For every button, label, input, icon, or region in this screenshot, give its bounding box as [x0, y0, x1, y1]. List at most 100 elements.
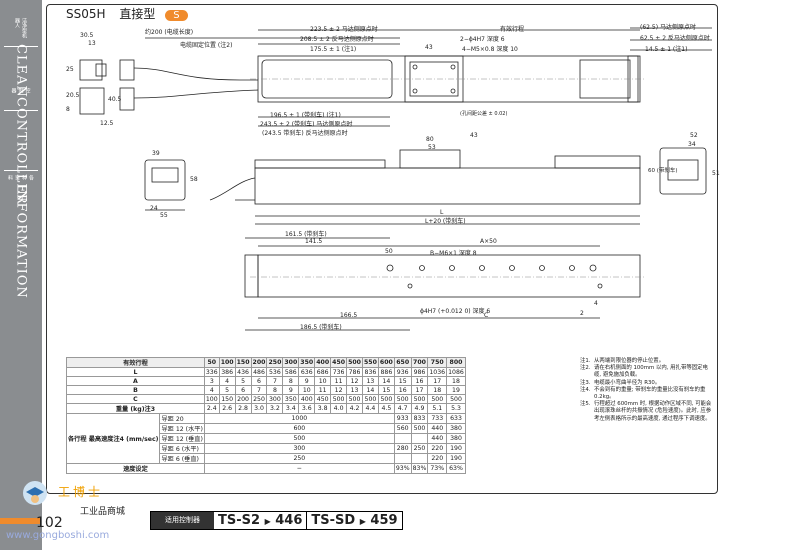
dim-161-5: 161.5 (带刹车)	[285, 231, 327, 238]
value-cell: 3.8	[314, 403, 332, 414]
value-cell: 4.7	[393, 403, 412, 414]
sidebar-section-controller[interactable]: 控制器 CONTROLLER	[0, 88, 42, 205]
hole-4	[450, 88, 456, 94]
speed-extra: 220	[427, 453, 448, 464]
value-cell: 500	[377, 394, 395, 404]
value-cell: 4.4	[361, 403, 379, 414]
dim-53: 53	[428, 144, 436, 151]
body-bottom-view	[257, 254, 641, 298]
setting-main: −	[203, 463, 395, 474]
page-number: 102	[36, 515, 63, 531]
sidebar-section-clean[interactable]: 洁净型机器人 CLEAN	[0, 18, 42, 98]
end-view-right	[659, 147, 707, 195]
note-item: 注3.电缆最小弯曲半径为 R30。	[580, 380, 712, 387]
dim-43b: 43	[470, 132, 478, 139]
row-label: B	[66, 385, 205, 395]
speed-extra	[410, 433, 429, 444]
value-cell: 786	[346, 367, 363, 377]
note-item: 注2.请在右机侧面的 100mm 以内, 用扎带等固定电缆, 避免施加负载。	[580, 365, 712, 379]
value-cell: 14	[361, 385, 379, 395]
speed-label: 各行程 最高速度注4 (mm/sec)	[65, 413, 161, 464]
value-cell: 586	[282, 367, 300, 377]
motor-side	[254, 159, 386, 169]
speed-main: 250	[203, 453, 395, 464]
value-cell: 200	[234, 394, 252, 404]
value-cell: 5	[218, 385, 236, 395]
speed-extra: 440	[427, 433, 448, 444]
row-label: A	[66, 376, 205, 386]
dim-208-5: 208.5 ± 2 反马达侧原点时	[300, 36, 374, 43]
stroke-cell: 550	[361, 357, 379, 368]
end-view-left	[144, 159, 186, 201]
dim-141-5: 141.5	[305, 238, 323, 245]
dim-L: L	[440, 209, 444, 216]
end-view-left-connector	[151, 167, 179, 183]
bottom-hole-3	[449, 265, 455, 271]
value-cell: 16	[393, 385, 412, 395]
value-cell: 936	[393, 367, 412, 377]
notes-block: 注1.从两端到限位器的停止位置。注2.请在右机侧面的 100mm 以内, 用扎带…	[580, 358, 712, 423]
bottom-hole-4	[479, 265, 485, 271]
sidebar-section-information[interactable]: 各种资料 INFORMATION	[0, 175, 42, 299]
value-cell: 6	[234, 385, 252, 395]
connector-encoder	[79, 87, 105, 115]
ts-sd-page: 459	[370, 513, 398, 528]
value-cell: 4.2	[346, 403, 363, 414]
dim-20-5: 20.5	[66, 92, 80, 99]
value-cell: 3.0	[250, 403, 268, 414]
value-cell: 500	[346, 394, 363, 404]
value-cell: 4.0	[330, 403, 348, 414]
ts-sd-link[interactable]: TS-SD ▶ 459	[307, 513, 401, 528]
page-title: SS05H 直接型 S	[66, 5, 188, 22]
value-cell: 500	[446, 394, 466, 404]
cable-2	[133, 89, 259, 99]
tolerance-label: (孔间距公差 ± 0.02)	[460, 111, 508, 117]
setting-extra: 83%	[410, 463, 429, 474]
ts-s2-link[interactable]: TS-S2 ▶ 446	[214, 513, 306, 528]
stroke-cell: 150	[234, 357, 252, 368]
speed-extra: 500	[410, 423, 429, 434]
dim-166-5: 166.5	[340, 312, 358, 319]
dim-C: C	[484, 312, 489, 319]
content-frame	[46, 4, 718, 494]
speed-extra	[393, 453, 412, 464]
value-cell: 1036	[427, 367, 448, 377]
value-cell: 17	[410, 385, 429, 395]
value-cell: 3.6	[298, 403, 316, 414]
stroke-cell: 350	[298, 357, 316, 368]
value-cell: 4	[203, 385, 220, 395]
value-cell: 6	[250, 376, 268, 386]
value-cell: 18	[427, 385, 448, 395]
body-side-view	[254, 167, 641, 205]
value-cell: 9	[298, 376, 316, 386]
speed-extra: 933	[393, 413, 412, 424]
value-cell: 12	[330, 385, 348, 395]
dim-50: 50	[385, 248, 393, 255]
value-cell: 3	[203, 376, 220, 386]
value-cell: 10	[314, 376, 332, 386]
end-cover-side	[554, 155, 641, 169]
dim-196-5: 196.5 ± 1 (带刹车) (注1)	[270, 112, 341, 119]
speed-extra: 190	[446, 453, 466, 464]
sidebar-controller-en: CONTROLLER	[13, 97, 29, 205]
connector-motor-tab	[95, 63, 107, 77]
speed-extra: 220	[427, 443, 448, 454]
url-text: www.gongboshi.com	[6, 530, 110, 541]
speed-extra: 633	[446, 413, 466, 424]
type-badge: S	[165, 10, 188, 21]
a50-label: A×50	[480, 238, 497, 245]
note-text: 请在右机侧面的 100mm 以内, 用扎带等固定电缆, 避免施加负载。	[594, 365, 708, 379]
lead-label: 导距 12 (水平)	[159, 423, 205, 434]
speed-extra: 733	[427, 413, 448, 424]
lead-label: 导距 12 (垂直)	[159, 433, 205, 444]
value-cell: 15	[377, 385, 395, 395]
note-key: 注4.	[580, 386, 591, 393]
row-label: L	[66, 367, 205, 377]
